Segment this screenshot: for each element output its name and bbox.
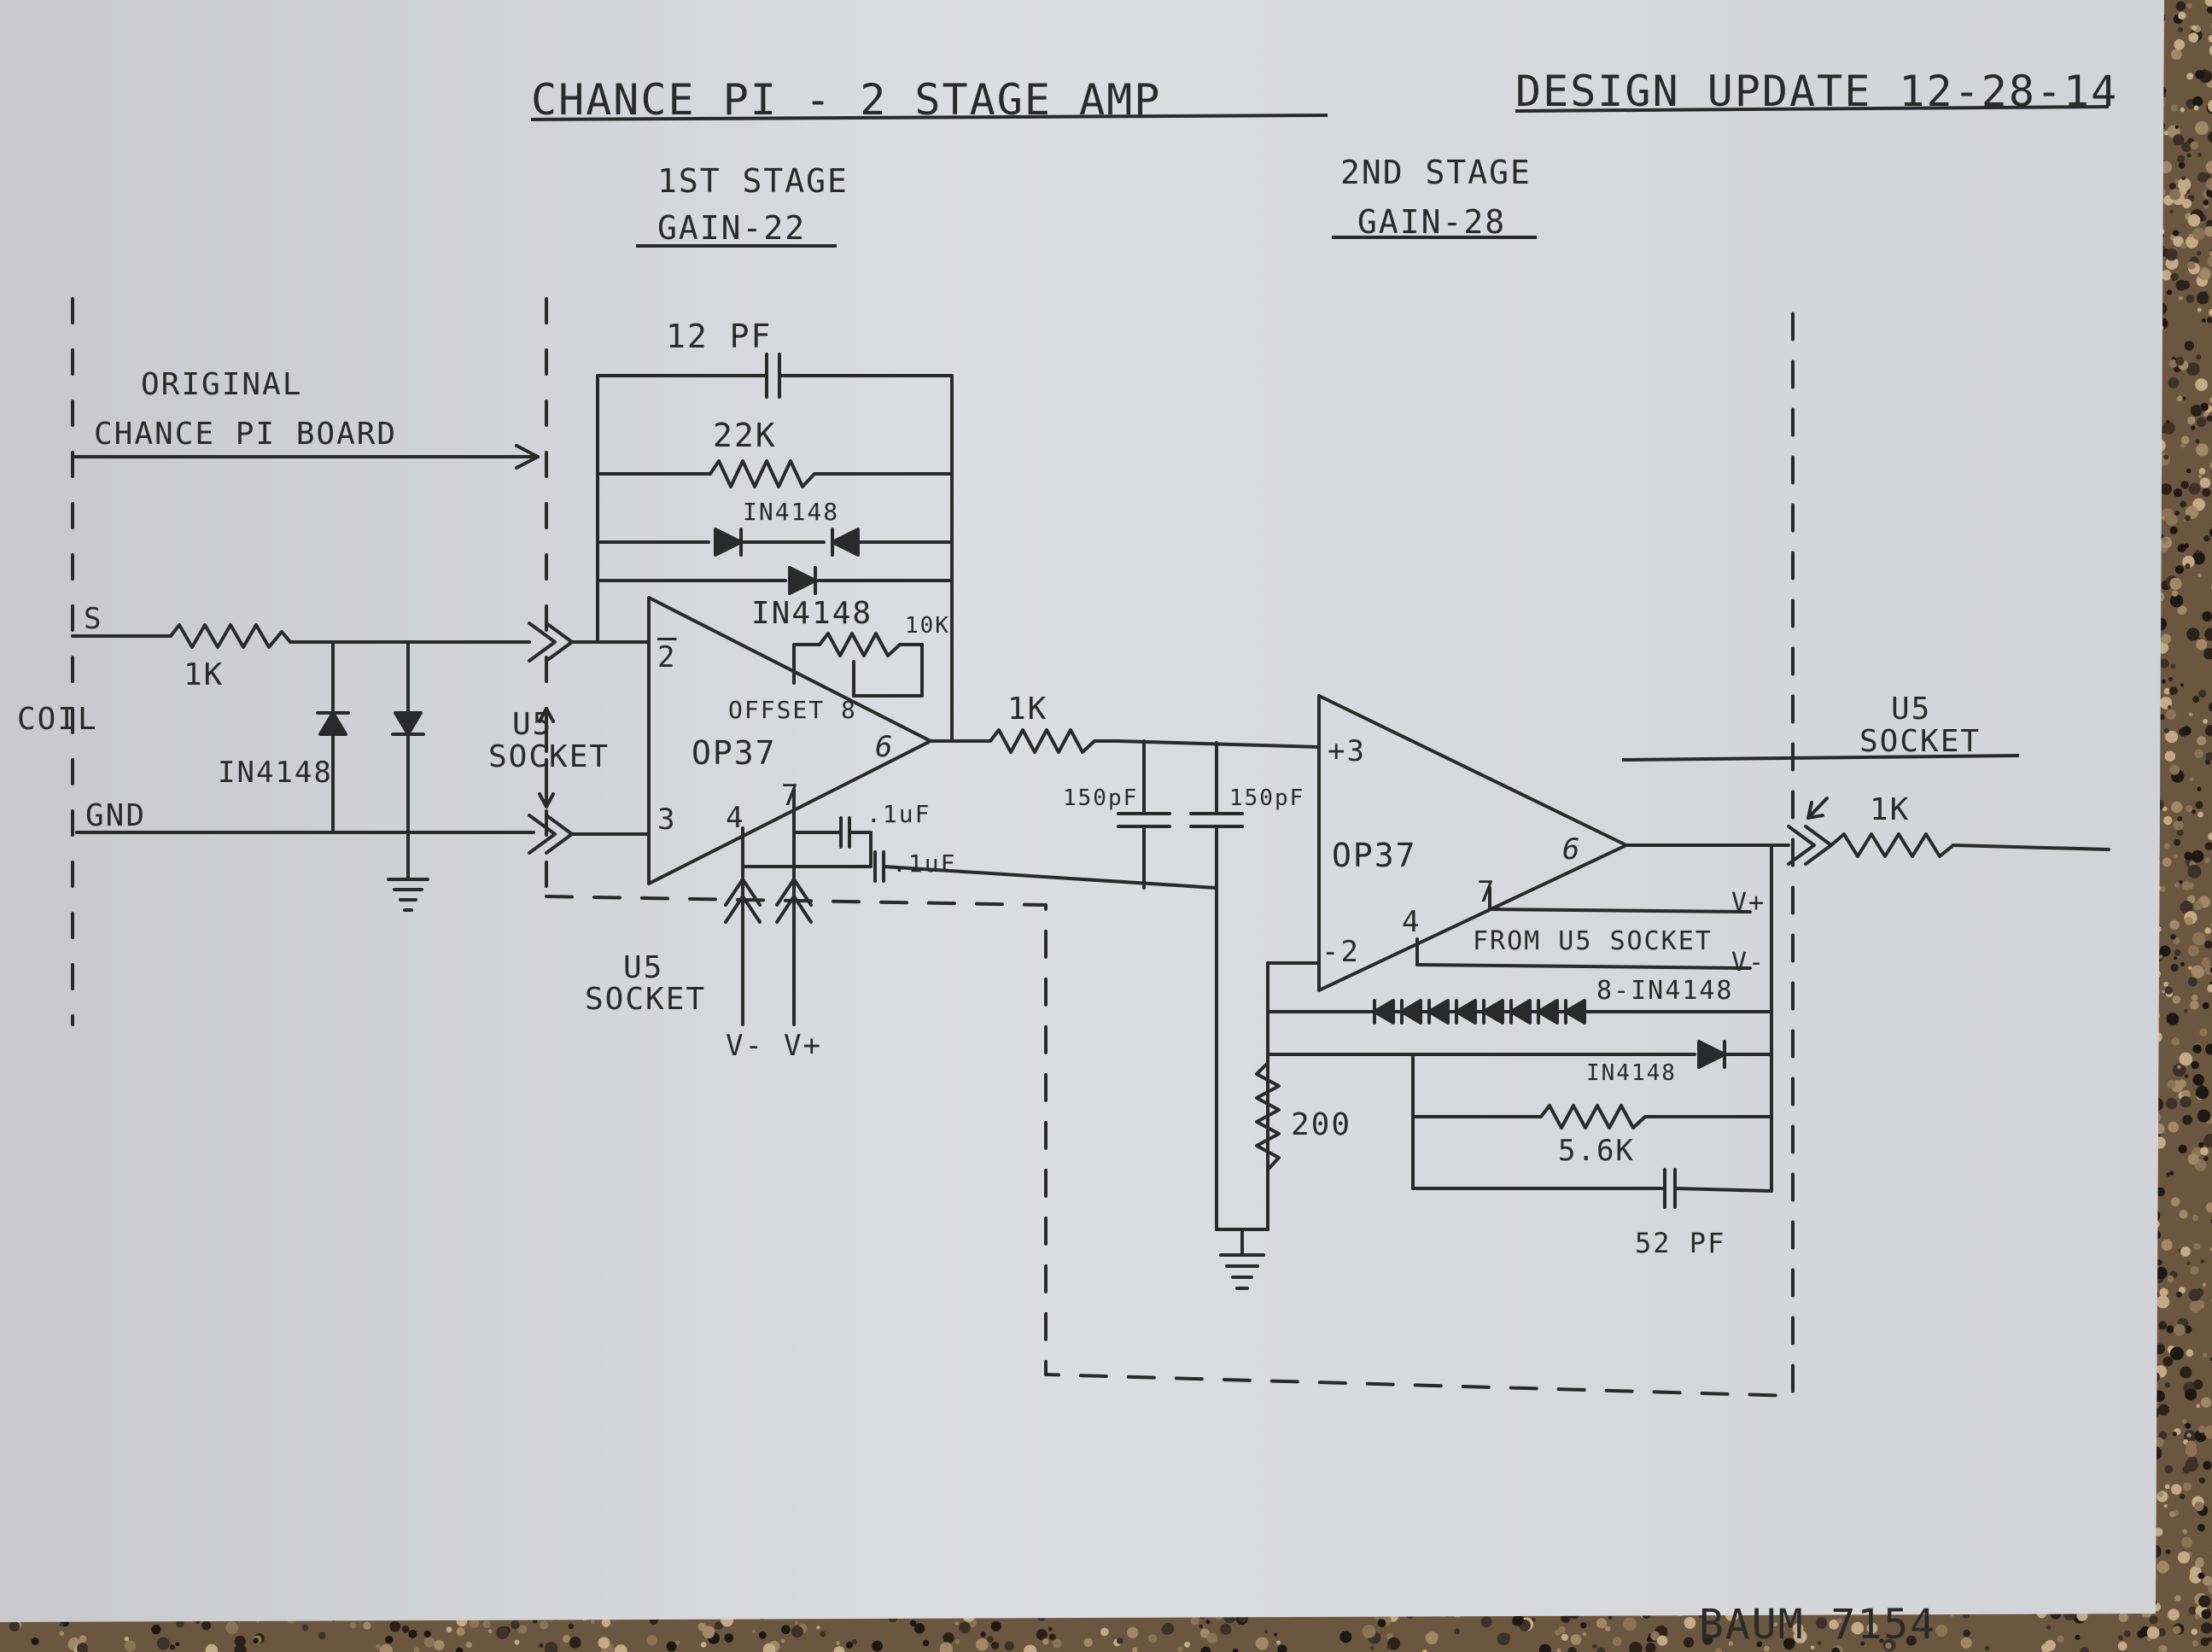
- diode-string-element: [1482, 999, 1504, 1024]
- header: [530, 105, 2110, 762]
- gnd-label: GND: [85, 798, 147, 833]
- diode-string-label: 8-IN4148: [1596, 976, 1734, 1006]
- trim-pot-label: 10K: [905, 613, 950, 639]
- output-socket-label-2: SOCKET: [1859, 724, 1981, 759]
- ground-resistor-label: 200: [1291, 1107, 1352, 1142]
- input-wiring: [71, 634, 535, 881]
- interstage-cap1-label: 150pF: [1063, 785, 1139, 811]
- stage2-cap-label: 52 PF: [1635, 1227, 1726, 1259]
- diode-string-element: [1564, 999, 1586, 1024]
- feedback-resistor-label: 22K: [713, 417, 777, 454]
- paper: [0, 0, 2164, 1622]
- output-socket-label-1: U5: [1891, 692, 1932, 727]
- opamp-2-pin7: 7: [1477, 875, 1497, 909]
- diode-string-element: [1537, 999, 1559, 1024]
- resistor-200-to-ground: [1240, 1048, 1281, 1257]
- feedback-cap-label: 12 PF: [666, 318, 773, 355]
- opamp-1-pin7: 7: [781, 779, 801, 813]
- offset-label: OFFSET 8: [728, 696, 857, 724]
- bypass-cap-a-label: .1uF: [867, 800, 931, 828]
- opamp-1-op37: [647, 596, 932, 885]
- interstage-cap2-label: 150pF: [1229, 785, 1305, 811]
- board-label-line2: CHANCE PI BOARD: [94, 417, 398, 452]
- second-stage-label: 2ND STAGE: [1340, 154, 1532, 191]
- socket-bottom-label-2: SOCKET: [585, 982, 707, 1017]
- u5-socket-connectors-in: [528, 622, 651, 855]
- board-label-line1: ORIGINAL: [141, 367, 303, 402]
- from-socket-label: FROM U5 SOCKET: [1473, 926, 1713, 956]
- diode-string-element: [1509, 999, 1532, 1024]
- input-resistor-1k: [169, 623, 292, 649]
- signature: BAUM 7154: [1699, 1601, 1937, 1649]
- opamp-1-pin4: 4: [726, 801, 745, 835]
- design-update-label: DESIGN UPDATE 12-28-14: [1515, 67, 2119, 116]
- first-stage-gain: GAIN-22: [657, 209, 807, 247]
- opamp-1-pin2: 2: [657, 640, 677, 674]
- ground-symbol-stage2: [1219, 1253, 1265, 1290]
- offset-trim-pot-10k: [792, 632, 924, 698]
- opamp-2-vminus: V-: [1731, 948, 1766, 978]
- opamp-2-vplus: V+: [1731, 888, 1766, 918]
- output-resistor-1k: [1830, 832, 2110, 858]
- opamp-2-op37: [1317, 694, 1628, 992]
- second-stage-gain: GAIN-28: [1357, 203, 1507, 241]
- ground-symbol-input: [387, 878, 429, 912]
- diode-string-element: [1373, 999, 1395, 1024]
- input-s-label: S: [84, 602, 103, 636]
- opamp-2-pin6: 6: [1562, 832, 1582, 867]
- bypass-cap-b-label: .1uF: [892, 849, 957, 878]
- first-stage-label: 1ST STAGE: [657, 162, 849, 200]
- vminus-label: V-: [726, 1029, 764, 1063]
- board-span-arrow: [71, 444, 540, 470]
- vplus-label: V+: [784, 1029, 822, 1063]
- stage2-diode-label: IN4148: [1586, 1060, 1677, 1086]
- diode-string-8-in4148: [1373, 999, 1586, 1024]
- socket-in-label-2: SOCKET: [488, 739, 610, 774]
- opamp-1-pin3: 3: [657, 803, 677, 837]
- opamp-2-pin2: -2: [1322, 935, 1360, 969]
- diode-string-element: [1400, 999, 1422, 1024]
- input-resistor-label: 1K: [184, 657, 225, 692]
- opamp-1-label: OP37: [692, 734, 777, 772]
- opamp-2-output-wiring: [1415, 844, 1790, 1193]
- input-clamp-diodes: [316, 711, 425, 736]
- feedback-diode-single-label: IN4148: [751, 596, 873, 631]
- interstage-resistor-label: 1K: [1007, 692, 1048, 727]
- opamp-2-pin4: 4: [1402, 905, 1421, 939]
- feedback-diode-pair-label: IN4148: [743, 498, 840, 526]
- diode-string-element: [1455, 999, 1477, 1024]
- board-boundary-bottom: [545, 306, 1795, 1398]
- output-resistor-label: 1K: [1870, 792, 1911, 827]
- diagram-title: CHANCE PI - 2 STAGE AMP: [531, 75, 1162, 125]
- stage2-resistor-label: 5.6K: [1558, 1134, 1635, 1168]
- opamp-1-feedback: [596, 353, 954, 743]
- opamp-2-pin3: +3: [1328, 734, 1366, 768]
- coil-label: COIL: [17, 702, 98, 737]
- input-diode-label: IN4148: [218, 756, 333, 790]
- socket-in-label-1: U5: [512, 707, 553, 742]
- diode-string-element: [1427, 999, 1450, 1024]
- opamp-1-supply-wiring: [724, 788, 1218, 1026]
- interstage-wiring: [950, 728, 1321, 1231]
- opamp-1-pin6: 6: [875, 730, 895, 764]
- opamp-2-label: OP37: [1332, 837, 1417, 874]
- socket-bottom-label-1: U5: [623, 950, 664, 985]
